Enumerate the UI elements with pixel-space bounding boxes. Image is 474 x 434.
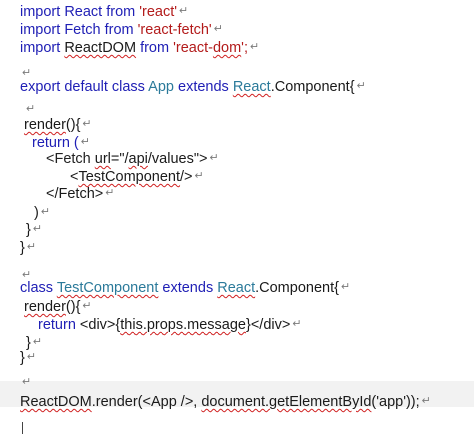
code-token: export default class	[20, 79, 149, 95]
paragraph-mark-icon: ↵	[356, 80, 366, 92]
paragraph-mark-icon: ↵	[26, 351, 37, 363]
code-token: }	[26, 222, 31, 238]
paragraph-mark-icon: ↵	[80, 136, 90, 148]
code-token: import	[20, 40, 65, 56]
code-token: App	[148, 79, 174, 95]
paragraph-mark-icon: ↵	[209, 152, 219, 164]
code-token: }</div>	[245, 317, 291, 333]
code-line[interactable]: export default class App extends React.C…	[0, 75, 366, 97]
code-line[interactable]: ReactDOM.render(<App />, document.getEle…	[0, 390, 431, 412]
paragraph-mark-icon: ↵	[82, 300, 92, 312]
paragraph-mark-icon: ↵	[22, 376, 32, 388]
paragraph-mark-icon: ↵	[179, 5, 189, 17]
code-token: ="/	[110, 151, 129, 167]
code-token: TestComponent	[78, 169, 181, 185]
paragraph-mark-icon: ↵	[213, 23, 223, 35]
code-token: class	[20, 280, 57, 296]
code-token: React	[217, 280, 256, 296]
code-token: return	[38, 317, 80, 333]
code-token: api	[128, 151, 148, 167]
paragraph-mark-icon: ↵	[340, 281, 351, 293]
code-line[interactable]: return (↵	[0, 131, 90, 153]
code-line[interactable]: ↵	[0, 98, 35, 120]
code-line[interactable]: class TestComponent extends React.Compon…	[0, 276, 350, 298]
code-line[interactable]: render(){↵	[0, 295, 92, 317]
code-line[interactable]: import Fetch from 'react-fetch'↵	[0, 18, 223, 40]
code-token: (){	[65, 299, 81, 315]
paragraph-mark-icon: ↵	[82, 118, 92, 130]
code-line[interactable]: }↵	[0, 236, 36, 258]
code-line[interactable]: }↵	[0, 346, 36, 368]
code-token: .Component{	[255, 280, 339, 296]
code-line[interactable]: <Fetch url="/api/values">↵	[0, 147, 219, 169]
code-token: }	[26, 335, 31, 351]
paragraph-mark-icon: ↵	[249, 41, 260, 53]
code-line[interactable]: import React from 'react'↵	[0, 0, 188, 22]
code-token: ';	[241, 40, 248, 56]
code-token: extends	[173, 79, 233, 95]
code-line[interactable]: )↵	[0, 201, 50, 223]
code-line[interactable]: ↵	[0, 264, 31, 286]
code-token: from	[136, 40, 174, 56]
code-token: document.getElementById	[201, 394, 372, 410]
code-token: <div>{	[79, 317, 121, 333]
code-token: import React from	[20, 4, 140, 20]
code-token: <Fetch	[46, 151, 95, 167]
paragraph-mark-icon: ↵	[22, 67, 32, 79]
code-line[interactable]: ↵	[0, 62, 31, 84]
code-token: .render(<App />,	[91, 394, 202, 410]
code-token: 'react-	[173, 40, 213, 56]
code-line[interactable]: ↵	[0, 371, 31, 393]
code-line[interactable]: <TestComponent/>↵	[0, 165, 204, 187]
code-token: (){	[65, 117, 81, 133]
text-cursor	[22, 422, 23, 434]
code-token: }	[20, 240, 25, 256]
code-token: render	[24, 117, 66, 133]
paragraph-mark-icon: ↵	[32, 336, 43, 348]
paragraph-mark-icon: ↵	[292, 318, 302, 330]
code-line[interactable]: </Fetch>↵	[0, 182, 114, 204]
code-line[interactable]: import ReactDOM from 'react-dom';↵	[0, 36, 259, 58]
code-token: this.props.message	[120, 317, 246, 333]
code-token: />	[180, 169, 193, 185]
code-token: .Component{	[270, 79, 355, 95]
paragraph-mark-icon: ↵	[421, 395, 431, 407]
code-line[interactable]: return <div>{this.props.message}</div>↵	[0, 313, 302, 335]
code-token: )	[34, 205, 39, 221]
code-token: 'react-fetch'	[137, 22, 212, 38]
code-token: url	[94, 151, 111, 167]
code-token: ReactDOM	[64, 40, 137, 56]
paragraph-mark-icon: ↵	[194, 170, 204, 182]
code-token: dom	[212, 40, 242, 56]
code-token: import Fetch from	[20, 22, 138, 38]
code-line[interactable]: }↵	[0, 331, 42, 353]
code-token: /values">	[147, 151, 208, 167]
code-token: 'react'	[139, 4, 178, 20]
current-line-highlight	[0, 381, 474, 407]
paragraph-mark-icon: ↵	[26, 241, 37, 253]
paragraph-mark-icon: ↵	[40, 206, 51, 218]
code-token: render	[24, 299, 66, 315]
code-token: React	[232, 79, 271, 95]
code-line[interactable]: }↵	[0, 218, 42, 240]
code-token: ReactDOM	[20, 394, 92, 410]
code-token: extends	[158, 280, 218, 296]
code-token: return (	[32, 135, 79, 151]
code-token: TestComponent	[56, 280, 159, 296]
paragraph-mark-icon: ↵	[105, 187, 115, 199]
code-token: ('app'));	[371, 394, 420, 410]
code-line[interactable]: render(){↵	[0, 113, 92, 135]
paragraph-mark-icon: ↵	[32, 223, 43, 235]
code-token: <	[70, 169, 79, 185]
paragraph-mark-icon: ↵	[22, 269, 32, 281]
paragraph-mark-icon: ↵	[26, 103, 36, 115]
code-token: }	[20, 350, 25, 366]
code-token: </Fetch>	[46, 186, 104, 202]
